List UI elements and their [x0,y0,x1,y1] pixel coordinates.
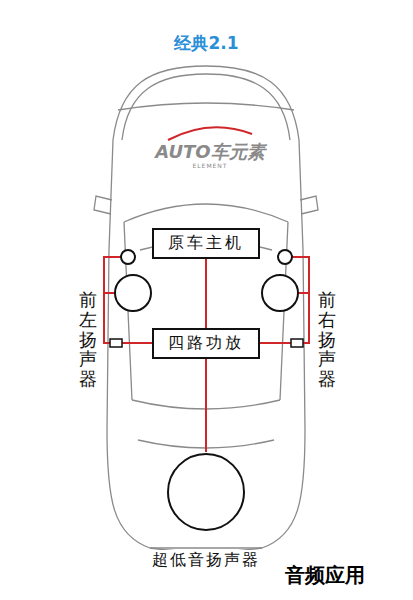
logo-text: AUTO车元素 [150,140,270,164]
node-label: 超低音扬声器 [150,550,262,571]
node-label: 原车主机 [166,233,246,254]
crossover [291,339,303,347]
watermark: 音频应用 [282,562,368,589]
amplifier-box: 四路功放 [152,328,260,359]
car-outline [94,66,318,552]
node-label: 四路功放 [166,333,246,354]
subwoofer-circle [166,452,246,532]
subwoofer: 超低音扬声器 [147,452,265,571]
logo-subtext: ELEMENT [150,162,270,169]
diagram-title: 经典2.1 [0,32,413,55]
tweeter [121,250,135,264]
head-unit-box: 原车主机 [152,228,260,259]
logo-swoosh [168,127,252,140]
woofer [262,275,298,311]
signal-wire [205,359,207,452]
signal-wire [205,259,207,328]
woofer [115,275,151,311]
speaker-label: 前右扬声器 [318,290,336,389]
subwoofer-cone [168,454,244,530]
tweeter [278,250,292,264]
crossover [110,339,122,347]
speaker-label: 前左扬声器 [79,290,97,389]
